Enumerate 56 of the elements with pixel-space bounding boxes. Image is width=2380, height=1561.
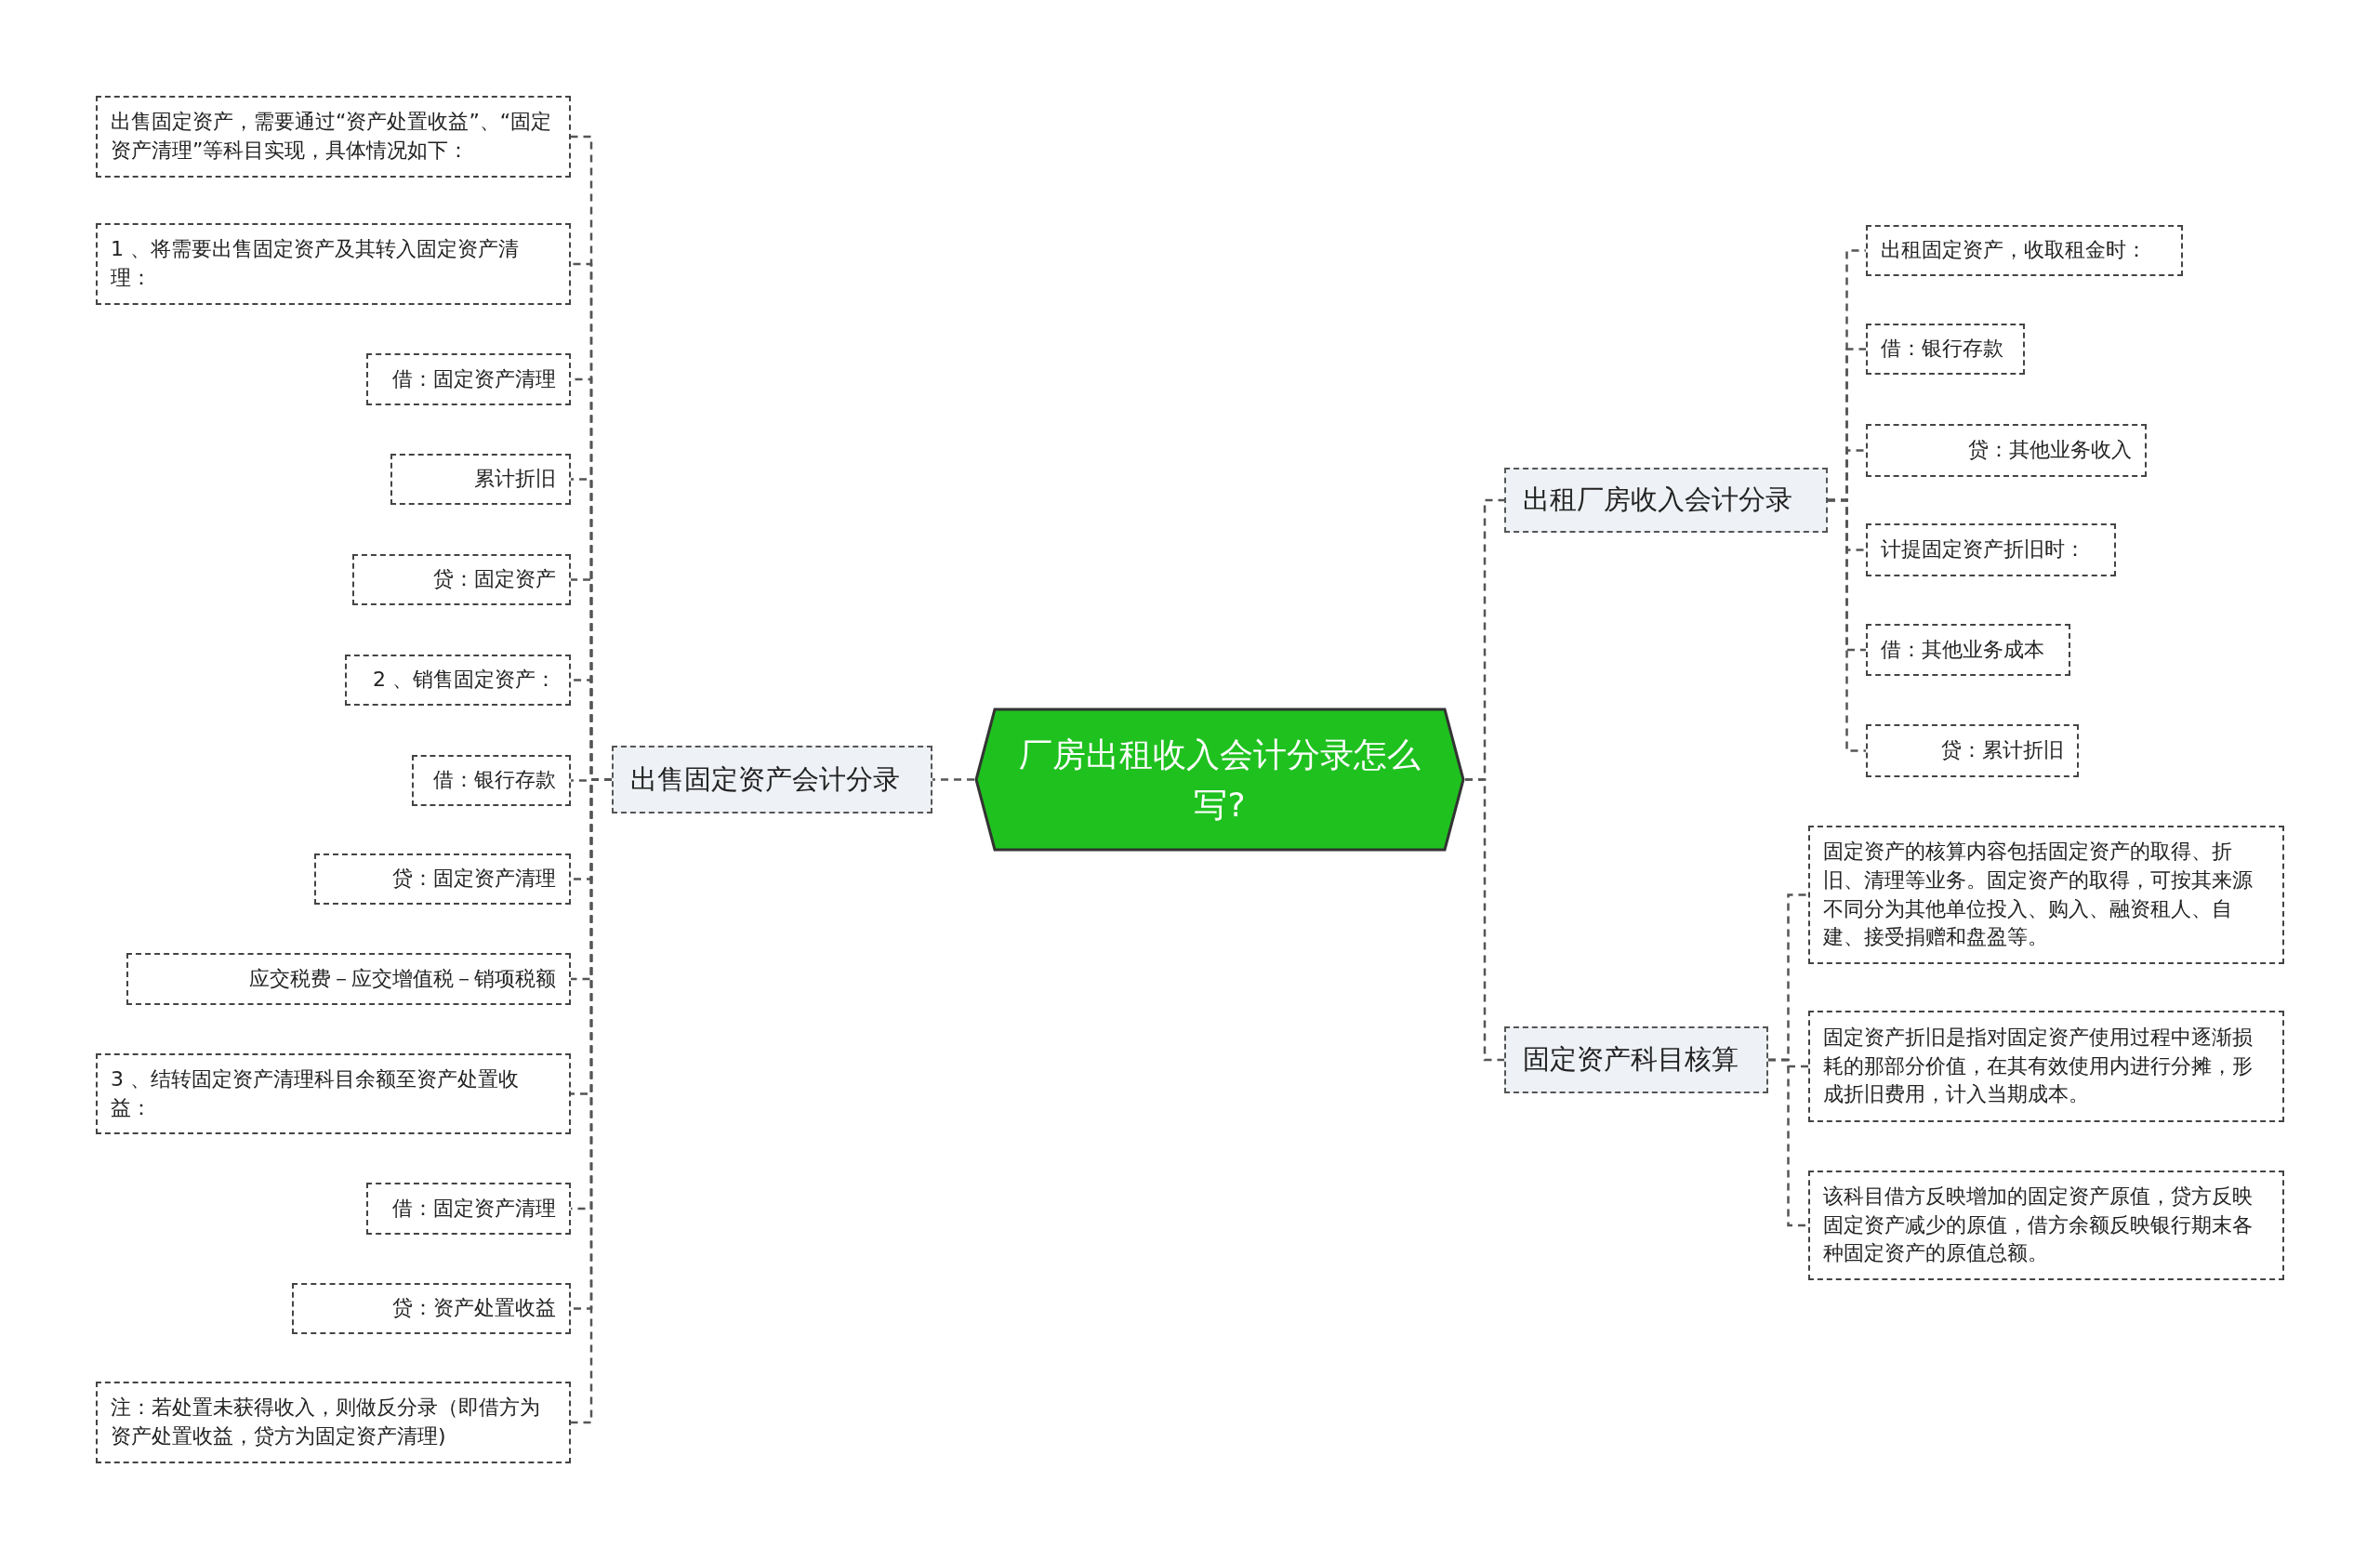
subtopic-box: [390, 454, 571, 505]
topic-text: 2 、销售固定资产：: [373, 667, 556, 693]
topic-text: 该科目借方反映增加的固定资产原值，贷方反映固定资产减少的原值，借方余额反映银行期末各种固定资产的原值总额。: [1823, 1183, 2254, 1267]
hexagon-central-topic: [974, 708, 1465, 852]
topic-text: 3 、结转固定资产清理科目余额至资产处置收益：: [111, 1065, 520, 1121]
subtopic-box: [345, 655, 571, 706]
topic-text: 借：固定资产清理: [392, 365, 556, 392]
topic-text: 固定资产科目核算: [1523, 1042, 1739, 1077]
topic-text: 贷：累计折旧: [1941, 737, 2064, 764]
topic-text: 1 、将需要出售固定资产及其转入固定资产清理：: [111, 236, 520, 291]
topic-text: 贷：固定资产: [433, 566, 556, 592]
topic-text: 出售固定资产，需要通过“资产处置收益”、“固定资产清理”等科目实现，具体情况如下：: [111, 109, 553, 164]
subtopic-box: [412, 755, 571, 806]
topic-text: 借：其他业务成本: [1881, 636, 2044, 663]
subtopic-box: [366, 1183, 571, 1235]
subtopic-box: [1866, 724, 2079, 777]
subtopic-box: [1866, 225, 2183, 276]
topic-text: 借：固定资产清理: [392, 1195, 556, 1222]
subtopic-box: [1808, 826, 2284, 964]
subtopic-box: [96, 223, 571, 305]
topic-text: 固定资产折旧是指对固定资产使用过程中逐渐损耗的那部分价值，在其有效使用内进行分摊，形成折旧费用，计入当期成本。: [1823, 1024, 2254, 1108]
topic-text: 注：若处置未获得收入，则做反分录（即借方为资产处置收益，贷方为固定资产清理): [111, 1395, 541, 1449]
subtopic-box: [96, 1053, 571, 1134]
subtopic-box: [292, 1283, 571, 1334]
connector-line: [1828, 498, 1866, 752]
subtopic-box: [1866, 624, 2070, 676]
topic-text: 贷：固定资产清理: [392, 866, 556, 893]
branch-topic-box: [1504, 1026, 1768, 1093]
connector-line: [1465, 778, 1504, 1062]
branch-topic-box: [612, 746, 932, 814]
topic-text: 出租厂房收入会计分录: [1523, 483, 1792, 517]
topic-text: 应交税费－应交增值税－销项税额: [249, 965, 556, 992]
subtopic-box: [1808, 1171, 2284, 1280]
topic-text: 借：银行存款: [433, 767, 556, 793]
subtopic-box: [314, 853, 571, 905]
connector-line: [1768, 1058, 1808, 1227]
subtopic-box: [1866, 324, 2025, 375]
subtopic-box: [96, 96, 571, 178]
topic-text: 固定资产的核算内容包括固定资产的取得、折旧、清理等业务。固定资产的取得，可按其来源不同分为其他单位投入、购入、融资租人、自建、接受捐赠和盘盈等。: [1823, 838, 2254, 951]
subtopic-box: [352, 554, 571, 605]
topic-text: 出售固定资产会计分录: [630, 761, 900, 797]
subtopic-box: [1866, 424, 2147, 477]
topic-text: 厂房出租收入会计分录怎么写?: [1018, 734, 1421, 826]
topic-text: 贷：资产处置收益: [392, 1295, 556, 1322]
topic-text: 计提固定资产折旧时：: [1881, 536, 2085, 563]
subtopic-box: [1866, 523, 2116, 576]
branch-topic-box: [1504, 468, 1828, 533]
subtopic-box: [96, 1382, 571, 1463]
topic-text: 贷：其他业务收入: [1968, 437, 2132, 464]
subtopic-box: [1808, 1011, 2284, 1122]
connector-line: [932, 778, 974, 781]
topic-text: 累计折旧: [474, 466, 556, 492]
topic-text: 借：银行存款: [1881, 336, 2003, 363]
subtopic-box: [126, 953, 571, 1005]
subtopic-box: [366, 353, 571, 405]
topic-text: 出租固定资产，收取租金时：: [1881, 237, 2147, 264]
